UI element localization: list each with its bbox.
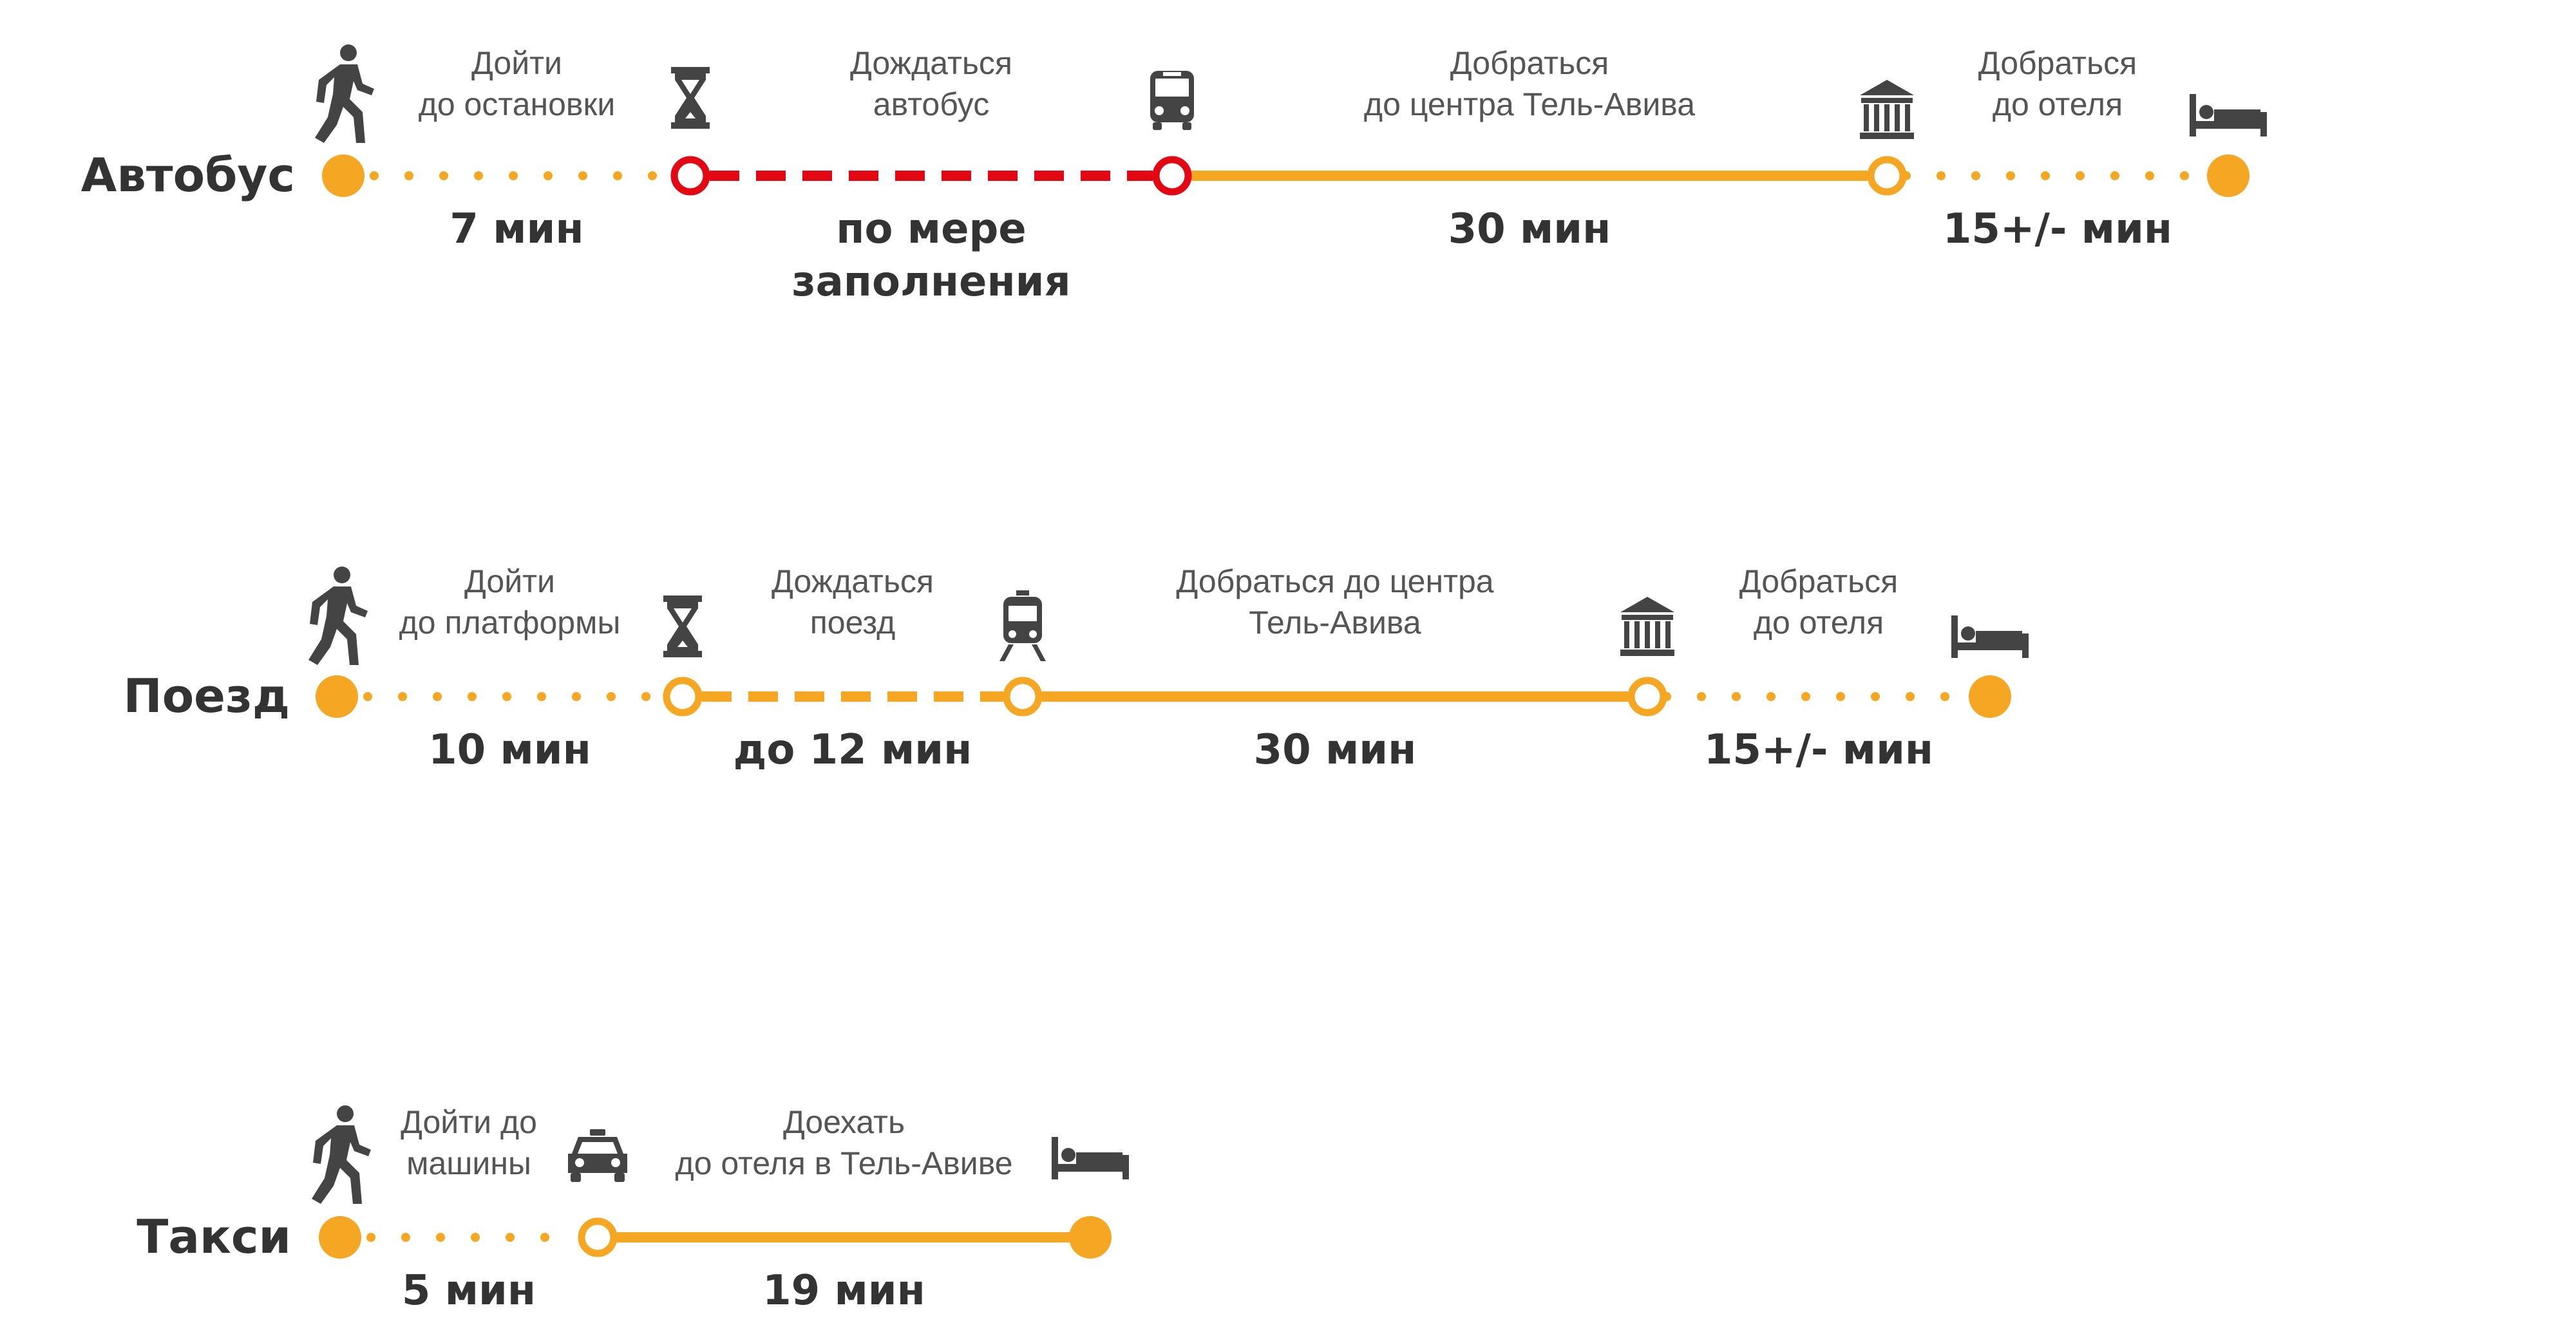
step-duration: по мере заполнения bbox=[791, 205, 1070, 306]
step-label: Дойти до машины bbox=[401, 1104, 537, 1181]
transfer-node bbox=[1627, 677, 1667, 717]
step-label-line: автобус bbox=[873, 86, 989, 122]
step-label-line: до отеля в Тель-Авиве bbox=[675, 1145, 1012, 1181]
transfer-node bbox=[1152, 156, 1192, 196]
step-label-line: Дойти bbox=[471, 45, 562, 81]
bed-icon bbox=[1951, 615, 2029, 658]
transfer-node bbox=[663, 677, 703, 717]
step-label: Добраться до отеля bbox=[1978, 45, 2137, 122]
route-1: Автобус Дойти до остановки 7 мин Дождаться ав… bbox=[81, 45, 2249, 306]
start-node bbox=[322, 155, 365, 197]
route-mode-label: Такси bbox=[137, 1210, 291, 1264]
step-label-line: Доехать bbox=[783, 1104, 905, 1140]
step-duration: 19 мин bbox=[762, 1267, 925, 1315]
step-duration-line: 30 мин bbox=[1448, 205, 1611, 253]
step-duration: до 12 мин bbox=[734, 726, 972, 774]
step-duration-line: до 12 мин bbox=[734, 726, 972, 774]
hourglass-icon bbox=[663, 595, 702, 657]
step-duration: 30 мин bbox=[1448, 205, 1611, 253]
step-label-line: Дойти до bbox=[401, 1104, 537, 1140]
transfer-node bbox=[670, 156, 710, 196]
step-label-line: Тель-Авива bbox=[1249, 605, 1421, 641]
walking-person-icon bbox=[308, 567, 368, 665]
bed-icon bbox=[1052, 1137, 1129, 1179]
step-label-line: до платформы bbox=[399, 605, 621, 641]
step-duration-line: по мере bbox=[836, 205, 1026, 253]
transfer-node bbox=[1003, 677, 1043, 717]
step-label-line: до отеля bbox=[1993, 86, 2123, 122]
walking-person-icon bbox=[315, 44, 374, 143]
museum-icon bbox=[1620, 597, 1674, 656]
train-icon bbox=[999, 590, 1046, 661]
step-duration-line: 7 мин bbox=[450, 205, 583, 253]
step-duration: 5 мин bbox=[402, 1267, 536, 1315]
step-duration-line: 10 мин bbox=[428, 726, 591, 774]
step-label-line: до остановки bbox=[419, 86, 616, 122]
step-duration-line: 15+/- мин bbox=[1704, 726, 1933, 774]
step-label-line: Добраться bbox=[1450, 45, 1609, 81]
step-duration-line: заполнения bbox=[791, 258, 1070, 306]
step-label-line: Добраться до центра bbox=[1176, 563, 1493, 599]
step-label: Дождаться поезд bbox=[772, 563, 934, 641]
step-duration: 30 мин bbox=[1254, 726, 1417, 774]
walking-person-icon bbox=[312, 1105, 371, 1204]
hourglass-icon bbox=[671, 67, 710, 129]
step-label-line: Добраться bbox=[1739, 563, 1898, 599]
route-mode-label: Автобус bbox=[81, 148, 295, 202]
route-mode-label: Поезд bbox=[123, 669, 290, 723]
step-duration-line: 5 мин bbox=[402, 1267, 536, 1315]
step-label-line: Дойти bbox=[464, 563, 555, 599]
end-node bbox=[1069, 1216, 1112, 1259]
step-label: Дождаться автобус bbox=[850, 45, 1012, 122]
step-duration: 15+/- мин bbox=[1704, 726, 1933, 774]
step-duration: 15+/- мин bbox=[1943, 205, 2172, 253]
start-node bbox=[319, 1216, 361, 1259]
step-duration: 7 мин bbox=[450, 205, 583, 253]
taxi-icon bbox=[568, 1129, 627, 1182]
step-label-line: поезд bbox=[810, 605, 896, 641]
end-node bbox=[1969, 675, 2011, 718]
step-label: Доехать до отеля в Тель-Авиве bbox=[675, 1104, 1012, 1181]
step-label-line: до центра Тель-Авива bbox=[1364, 86, 1695, 122]
end-node bbox=[2207, 155, 2249, 197]
transfer-node bbox=[1867, 156, 1907, 196]
step-duration: 10 мин bbox=[428, 726, 591, 774]
start-node bbox=[316, 675, 358, 718]
route-3: Такси Дойти до машины 5 мин Доехать до отеля … bbox=[137, 1104, 1112, 1315]
route-2: Поезд Дойти до платформы 10 мин Дождаться пое… bbox=[123, 563, 2011, 774]
step-label-line: машины bbox=[406, 1145, 531, 1181]
step-label: Дойти до платформы bbox=[399, 563, 621, 641]
step-duration-line: 15+/- мин bbox=[1943, 205, 2172, 253]
step-duration-line: 30 мин bbox=[1254, 726, 1417, 774]
step-label: Добраться до отеля bbox=[1739, 563, 1898, 641]
step-label-line: Дождаться bbox=[772, 563, 934, 599]
step-duration-line: 19 мин bbox=[762, 1267, 925, 1315]
step-label: Дойти до остановки bbox=[419, 45, 616, 122]
museum-icon bbox=[1860, 80, 1914, 139]
step-label-line: Добраться bbox=[1978, 45, 2137, 81]
step-label: Добраться до центра Тель-Авива bbox=[1364, 45, 1695, 122]
step-label-line: Дождаться bbox=[850, 45, 1012, 81]
step-label-line: до отеля bbox=[1754, 605, 1884, 641]
transfer-node bbox=[578, 1217, 618, 1257]
bus-icon bbox=[1150, 71, 1194, 130]
bed-icon bbox=[2190, 94, 2267, 136]
